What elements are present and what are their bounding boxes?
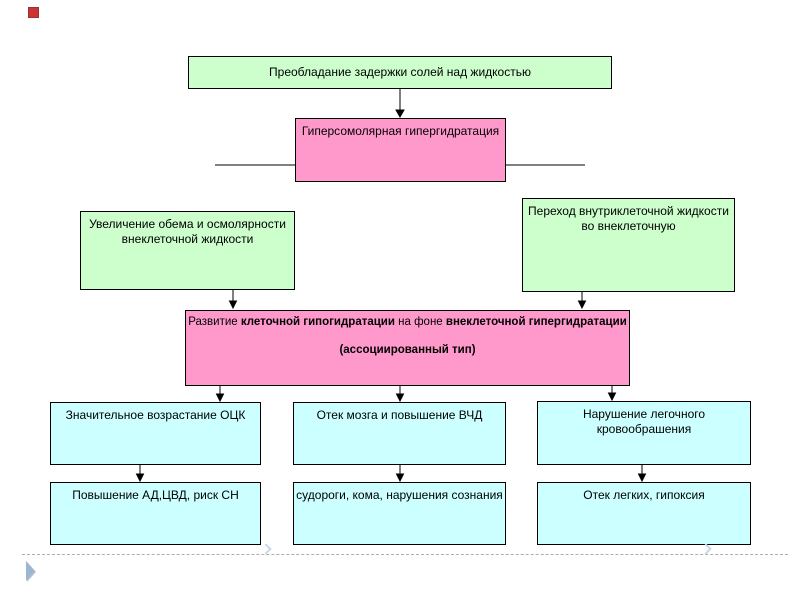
box-salt-retention-label: Преобладание задержки солей над жидкость…	[269, 65, 531, 79]
box-lung-edema-label: Отек легких, гипоксия	[583, 488, 705, 502]
box-seizures: судороги, кома, нарушения сознания	[293, 482, 506, 545]
box-associated-type: Развитие клеточной гипогидратации на фон…	[185, 310, 630, 386]
box-salt-retention: Преобладание задержки солей над жидкость…	[188, 56, 612, 89]
box-associated-type-line1: Развитие клеточной гипогидратации на фон…	[188, 316, 627, 328]
box-pulmonary-circulation-line2: кровообрашения	[596, 422, 692, 436]
box-fluid-transfer-line2: во внеклеточную	[581, 219, 676, 233]
red-square-bullet-icon	[28, 7, 39, 18]
box-bcc-increase: Значительное возрастание ОЦК	[50, 402, 261, 465]
box-pulmonary-circulation: Нарушение легочного кровообрашения	[537, 401, 751, 465]
box-bcc-increase-label: Значительное возрастание ОЦК	[65, 408, 246, 422]
box-lung-edema: Отек легких, гипоксия	[537, 482, 751, 545]
box-hyperosmolar-label: Гиперсомолярная гипергидратация	[301, 124, 500, 138]
box-volume-increase: Увеличение обема и осмолярности внеклето…	[80, 211, 295, 290]
box-bp-increase-label: Повышение АД,ЦВД, риск СН	[72, 488, 239, 502]
box-fluid-transfer: Переход внутриклеточной жидкости во внек…	[522, 198, 735, 292]
box-brain-edema: Отек мозга и повышение ВЧД	[293, 402, 506, 465]
slide-advance-triangle-icon	[26, 561, 35, 581]
box-hyperosmolar: Гиперсомолярная гипергидратация	[295, 118, 506, 182]
dashed-separator-line	[22, 554, 788, 555]
box-associated-type-line2: (ассоциированный тип)	[339, 344, 476, 356]
box-brain-edema-label: Отек мозга и повышение ВЧД	[316, 408, 483, 422]
box-seizures-label: судороги, кома, нарушения сознания	[296, 488, 503, 502]
box-volume-increase-line1: Увеличение обема и осмолярности	[89, 217, 286, 231]
box-volume-increase-line2: внеклеточной жидкости	[121, 232, 254, 246]
box-bp-increase: Повышение АД,ЦВД, риск СН	[50, 482, 261, 545]
arrowhead-top-to-hyperosmolar	[395, 109, 405, 119]
box-pulmonary-circulation-line1: Нарушение легочного	[582, 407, 706, 421]
box-fluid-transfer-line1: Переход внутриклеточной жидкости	[528, 204, 729, 218]
